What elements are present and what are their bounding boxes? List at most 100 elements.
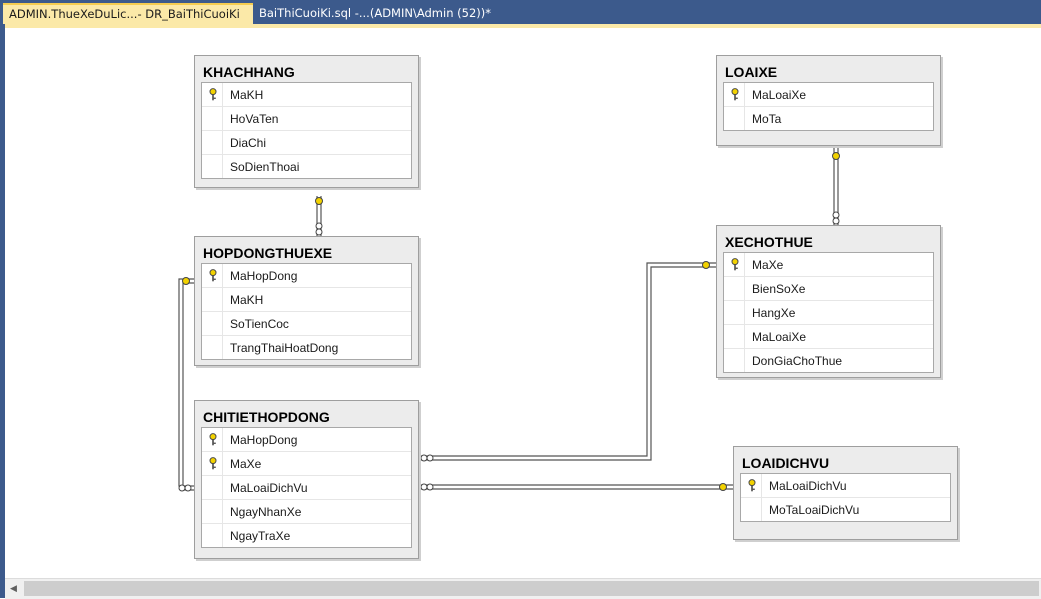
row-selector — [724, 277, 745, 300]
many-end-infinity-icon — [315, 222, 323, 230]
row-selector — [202, 524, 223, 547]
row-selector — [741, 498, 762, 521]
relationship-lines — [178, 146, 840, 492]
row-selector — [202, 336, 223, 359]
column-name: MaHopDong — [230, 433, 298, 447]
tab-sql-query[interactable]: BaiThiCuoiKi.sql -...(ADMIN\Admin (52))* — [259, 6, 491, 20]
row-selector — [202, 155, 223, 178]
row-selector — [202, 288, 223, 311]
relationship-khachhang-hopdongthuexe[interactable] — [315, 196, 323, 236]
document-tab-bar: ADMIN.ThueXeDuLic...- DR_BaiThiCuoiKi Ba… — [0, 0, 1041, 24]
table-column-row[interactable]: MoTa — [724, 107, 933, 130]
row-selector — [741, 474, 762, 497]
row-selector — [724, 107, 745, 130]
table-column-row[interactable]: MaLoaiDichVu — [202, 476, 411, 500]
many-end-infinity-icon — [178, 484, 186, 492]
scrollbar-thumb[interactable] — [24, 581, 1039, 596]
table-column-row[interactable]: DiaChi — [202, 131, 411, 155]
table-column-row[interactable]: NgayNhanXe — [202, 500, 411, 524]
table-column-row[interactable]: DonGiaChoThue — [724, 349, 933, 372]
table-title: HOPDONGTHUEXE — [203, 245, 333, 261]
window-left-border — [0, 24, 5, 598]
table-title: KHACHHANG — [203, 64, 295, 80]
table-column-row[interactable]: MaKH — [202, 288, 411, 312]
active-tab-underline — [0, 24, 1041, 28]
table-column-row[interactable]: MaLoaiXe — [724, 325, 933, 349]
table-column-row[interactable]: SoDienThoai — [202, 155, 411, 178]
primary-key-icon — [209, 88, 217, 101]
row-selector — [202, 500, 223, 523]
one-end-key-icon — [315, 197, 323, 205]
column-name: TrangThaiHoatDong — [230, 341, 339, 355]
relationship-hopdong-chitiet[interactable] — [178, 277, 194, 492]
table-column-row[interactable]: MaLoaiXe — [724, 83, 933, 107]
table-column-row[interactable]: MaKH — [202, 83, 411, 107]
horizontal-scrollbar[interactable]: ◀ — [5, 578, 1041, 599]
row-selector — [202, 476, 223, 499]
table-column-row[interactable]: BienSoXe — [724, 277, 933, 301]
column-name: NgayNhanXe — [230, 505, 302, 519]
row-selector — [202, 264, 223, 287]
table-column-row[interactable]: HangXe — [724, 301, 933, 325]
primary-key-icon — [209, 269, 217, 282]
table-column-row[interactable]: HoVaTen — [202, 107, 411, 131]
table-column-row[interactable]: MaXe — [202, 452, 411, 476]
row-selector — [202, 83, 223, 106]
column-name: MaLoaiXe — [752, 330, 807, 344]
many-end-infinity-icon — [420, 454, 428, 462]
column-name: MaKH — [230, 88, 264, 102]
table-title: LOAIXE — [725, 64, 778, 80]
column-name: SoTienCoc — [230, 317, 289, 331]
table-column-row[interactable]: MoTaLoaiDichVu — [741, 498, 950, 521]
column-name: MaXe — [230, 457, 262, 471]
column-name: MoTaLoaiDichVu — [769, 503, 860, 517]
row-selector — [724, 301, 745, 324]
relationship-chitiet-loaidichvu[interactable] — [419, 483, 733, 491]
table-column-row[interactable]: MaLoaiDichVu — [741, 474, 950, 498]
table-column-row[interactable]: MaHopDong — [202, 264, 411, 288]
primary-key-icon — [209, 433, 217, 446]
relationship-chitiet-xechothue[interactable] — [419, 261, 716, 462]
column-name: SoDienThoai — [230, 160, 300, 174]
row-selector — [202, 428, 223, 451]
primary-key-icon — [731, 88, 739, 101]
table-column-row[interactable]: TrangThaiHoatDong — [202, 336, 411, 359]
column-name: MaLoaiDichVu — [769, 479, 847, 493]
row-selector — [724, 325, 745, 348]
tab-diagram[interactable]: ADMIN.ThueXeDuLic...- DR_BaiThiCuoiKi — [3, 3, 253, 24]
row-selector — [724, 83, 745, 106]
table-column-row[interactable]: MaXe — [724, 253, 933, 277]
column-name: MoTa — [752, 112, 782, 126]
row-selector — [202, 312, 223, 335]
one-end-key-icon — [182, 277, 190, 285]
row-selector — [724, 349, 745, 372]
table-column-row[interactable]: MaHopDong — [202, 428, 411, 452]
table-title: XECHOTHUE — [725, 234, 813, 250]
scroll-left-arrow-icon[interactable]: ◀ — [10, 584, 17, 594]
column-name: HangXe — [752, 306, 796, 320]
table-column-row[interactable]: SoTienCoc — [202, 312, 411, 336]
row-selector — [202, 131, 223, 154]
column-name: DiaChi — [230, 136, 267, 150]
column-name: MaLoaiDichVu — [230, 481, 308, 495]
relationship-loaixe-xechothue[interactable] — [832, 146, 840, 225]
primary-key-icon — [748, 479, 756, 492]
column-name: MaLoaiXe — [752, 88, 807, 102]
row-selector — [202, 107, 223, 130]
column-name: HoVaTen — [230, 112, 279, 126]
table-column-row[interactable]: NgayTraXe — [202, 524, 411, 547]
one-end-key-icon — [832, 152, 840, 160]
